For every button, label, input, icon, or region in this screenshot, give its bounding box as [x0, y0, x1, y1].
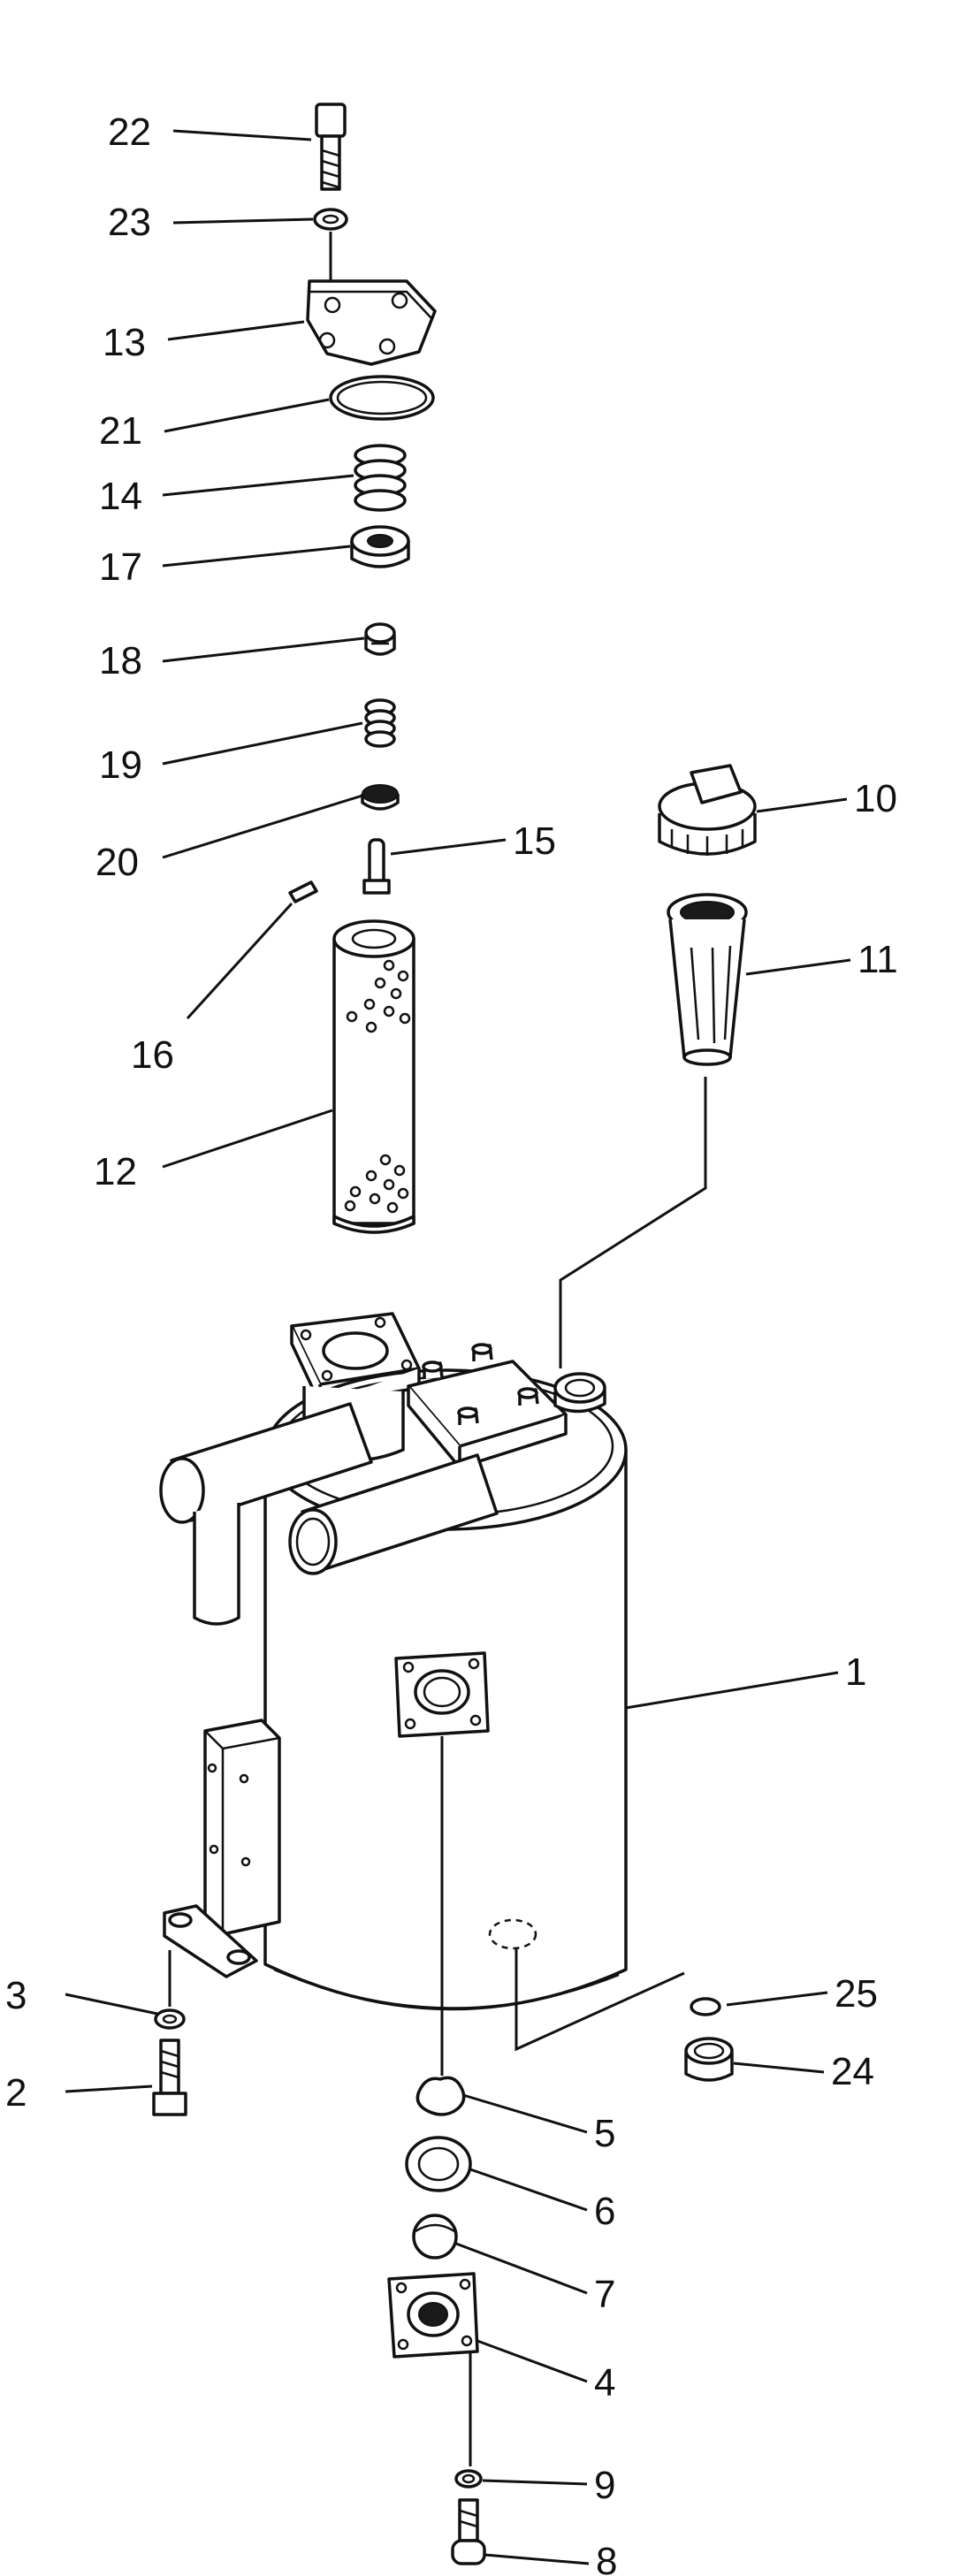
part-23-lock-washer — [313, 208, 348, 231]
label-part-14: 14 — [99, 475, 142, 518]
part-21-o-ring — [329, 375, 435, 421]
label-part-16: 16 — [131, 1033, 174, 1077]
label-part-7: 7 — [594, 2273, 615, 2316]
part-25-o-ring — [690, 1997, 721, 2016]
label-part-24: 24 — [831, 2050, 874, 2093]
part-3-lock-washer — [154, 2008, 186, 2030]
part-13-cover-plate — [306, 279, 437, 366]
label-part-20: 20 — [95, 841, 139, 884]
label-part-25: 25 — [835, 1972, 878, 2016]
part-20-seat — [361, 784, 400, 811]
part-2-bolt — [152, 2039, 187, 2116]
part-6-bushing — [405, 2136, 472, 2192]
label-part-13: 13 — [103, 321, 146, 364]
part-14-spring — [354, 444, 407, 512]
label-part-6: 6 — [594, 2190, 615, 2233]
part-12-strainer-element — [332, 919, 415, 1234]
label-part-12: 12 — [94, 1150, 137, 1193]
label-part-22: 22 — [108, 111, 151, 154]
part-15-pin — [362, 838, 391, 895]
part-1-hydraulic-tank — [159, 1312, 628, 2011]
label-part-17: 17 — [99, 545, 142, 589]
part-24-drain-plug — [684, 2037, 734, 2082]
label-part-8: 8 — [596, 2540, 617, 2576]
part-11-filler-strainer — [667, 893, 748, 1066]
label-part-2: 2 — [5, 2071, 27, 2115]
label-part-18: 18 — [99, 639, 142, 682]
part-19-small-spring — [364, 698, 396, 748]
part-7-plug — [412, 2214, 458, 2260]
label-part-10: 10 — [854, 777, 897, 820]
label-part-9: 9 — [594, 2464, 615, 2507]
label-part-23: 23 — [108, 201, 151, 244]
label-part-4: 4 — [594, 2361, 615, 2405]
label-part-1: 1 — [845, 1650, 866, 1694]
part-18-valve — [364, 622, 396, 656]
label-part-15: 15 — [513, 819, 556, 863]
part-10-filler-cap — [658, 764, 757, 856]
label-part-5: 5 — [594, 2112, 615, 2155]
part-4-flange — [387, 2272, 479, 2359]
label-part-3: 3 — [5, 1974, 27, 2017]
part-16-small-pin — [288, 880, 318, 903]
label-part-11: 11 — [857, 938, 898, 981]
part-5-o-ring — [415, 2076, 466, 2116]
label-part-21: 21 — [99, 409, 142, 453]
label-part-19: 19 — [99, 743, 142, 787]
part-8-bolt — [451, 2498, 486, 2565]
part-9-lock-washer — [454, 2469, 483, 2488]
leader-lines — [65, 129, 851, 2565]
part-17-valve-seat — [350, 525, 410, 568]
part-22-bolt — [315, 103, 347, 191]
